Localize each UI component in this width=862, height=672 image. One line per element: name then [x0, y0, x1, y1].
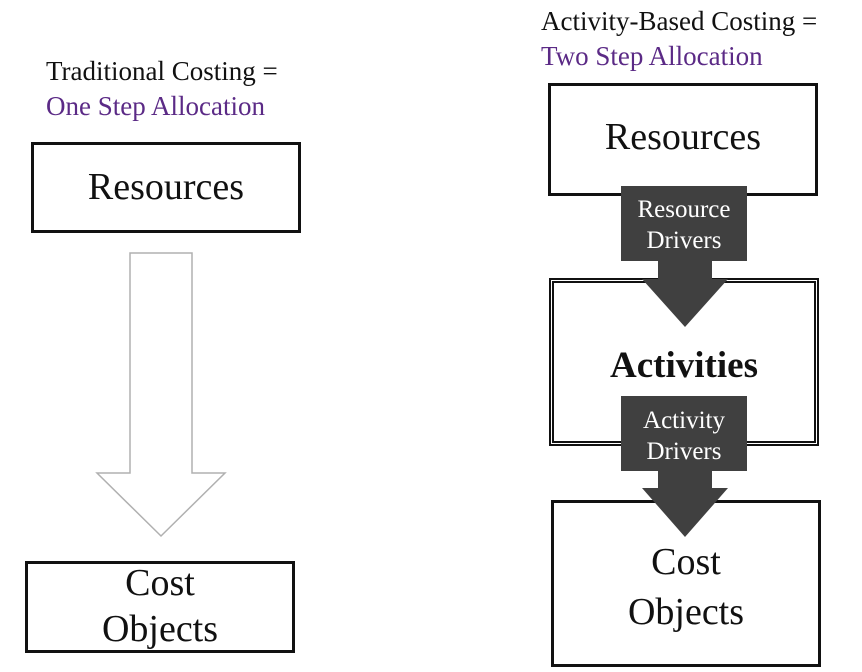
activity-drivers-label: Activity Drivers	[643, 407, 725, 466]
traditional-subheading: One Step Allocation	[46, 91, 265, 121]
abc-cost-objects-label: Cost Objects	[627, 541, 745, 633]
traditional-resources-label: Resources	[87, 165, 245, 208]
activity-drivers-arrow	[621, 396, 747, 537]
abc-heading: Activity-Based Costing =	[541, 6, 818, 36]
traditional-resources-box: Resources	[31, 142, 301, 233]
hollow-down-arrow	[95, 252, 227, 538]
resource-drivers-arrow	[621, 186, 747, 327]
traditional-cost-objects-label: Cost Objects	[101, 562, 219, 650]
traditional-heading: Traditional Costing =	[46, 56, 278, 86]
abc-subheading: Two Step Allocation	[541, 41, 763, 71]
abc-resources-label: Resources	[604, 115, 762, 158]
resource-drivers-label: Resource Drivers	[637, 196, 731, 255]
traditional-cost-objects-box: Cost Objects	[25, 561, 295, 653]
abc-activities-label: Activities	[610, 344, 758, 386]
